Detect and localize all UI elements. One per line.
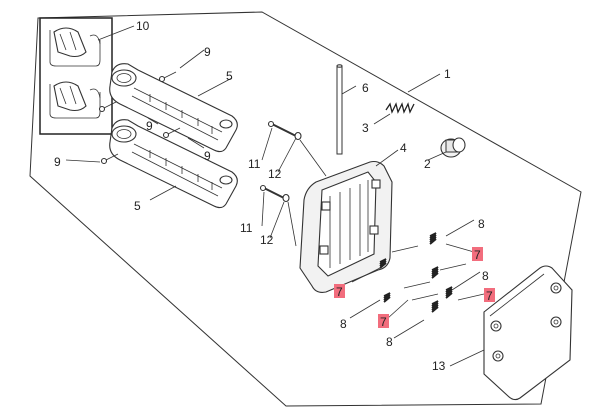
callout-10: 10 (136, 19, 150, 33)
callout-1: 1 (444, 67, 451, 81)
callout-3: 3 (362, 121, 369, 135)
callout-9-d: 9 (204, 149, 211, 163)
callout-6: 6 (362, 81, 369, 95)
callout-7-d: 7 (486, 289, 493, 303)
screw-parts (98, 71, 181, 165)
callout-12-a: 12 (268, 167, 282, 181)
leader-lines (65, 25, 485, 367)
callout-7-a: 7 (336, 285, 343, 299)
callout-9-a: 9 (204, 45, 211, 59)
assembly-boundary (29, 11, 582, 407)
torsion-spring-parts (379, 232, 467, 313)
callout-7-c: 7 (380, 315, 387, 329)
callout-5-upper: 5 (226, 69, 233, 83)
callout-5-lower: 5 (134, 199, 141, 213)
callout-9-b: 9 (146, 119, 153, 133)
main-plate-part (299, 160, 393, 293)
callout-4: 4 (400, 141, 407, 155)
callout-13: 13 (432, 359, 446, 373)
upper-arm-part (109, 63, 238, 153)
callout-8-c: 8 (340, 317, 347, 331)
callout-11-b: 11 (240, 221, 253, 235)
callout-11-a: 11 (248, 157, 261, 171)
pin-part (336, 64, 343, 155)
cover-plate-part (483, 265, 573, 401)
callout-8-a: 8 (478, 217, 485, 231)
small-spring-part (385, 102, 415, 114)
hook-clip-drawing (49, 27, 101, 119)
callout-8-b: 8 (482, 269, 489, 283)
bolt-washer-parts (259, 120, 327, 247)
callout-8-d: 8 (386, 335, 393, 349)
knob-part (440, 137, 466, 158)
callout-2: 2 (424, 157, 431, 171)
callout-7-b: 7 (474, 248, 481, 262)
callout-labels: 1 2 3 4 5 5 6 7 7 7 7 8 8 8 8 9 9 9 9 10… (54, 19, 495, 373)
callout-9-c: 9 (54, 155, 61, 169)
callout-12-b: 12 (260, 233, 274, 247)
